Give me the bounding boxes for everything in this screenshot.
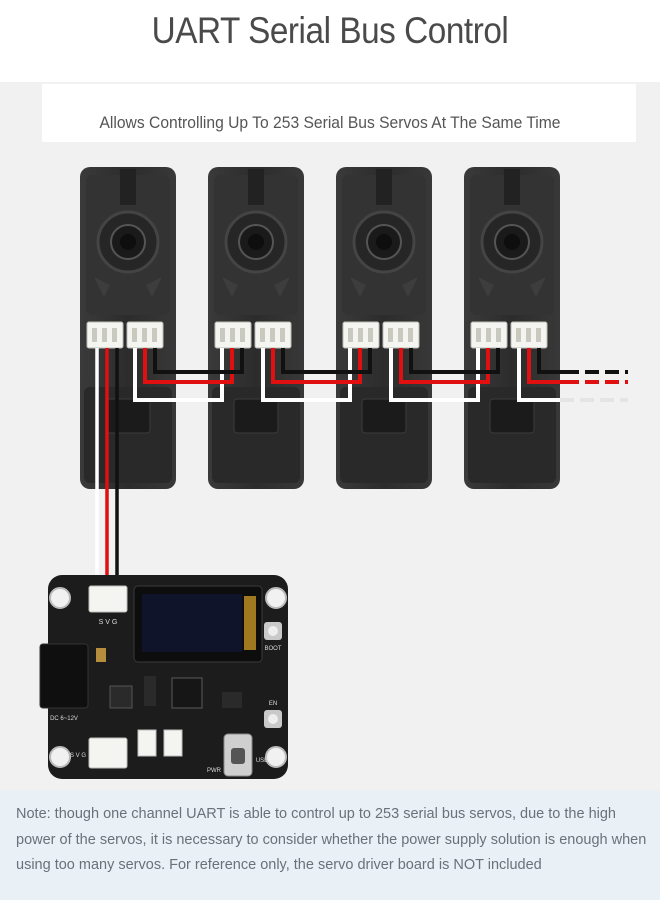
servo-connectors xyxy=(86,321,548,349)
note-box: Note: though one channel UART is able to… xyxy=(0,790,660,900)
subtitle: Allows Controlling Up To 253 Serial Bus … xyxy=(99,113,561,132)
wiring-diagram: S V G DC 6~12V BOOT EN S V G PWR USB xyxy=(39,165,628,779)
en-label: EN xyxy=(269,701,277,707)
dc-label: DC 6~12V xyxy=(50,716,78,722)
header-top-label: S V G xyxy=(99,619,118,626)
header-bottom-label: S V G xyxy=(70,753,86,759)
chain-continuation xyxy=(560,370,628,402)
pwr-label: PWR xyxy=(207,768,222,774)
subtitle-band xyxy=(42,84,636,142)
daisy-chain-wires xyxy=(133,348,565,402)
page-title: UART Serial Bus Control xyxy=(151,10,509,51)
servo-driver-board: S V G DC 6~12V BOOT EN S V G PWR USB xyxy=(39,575,288,779)
board-cable xyxy=(95,348,119,590)
boot-label: BOOT xyxy=(264,646,281,652)
usb-label: USB xyxy=(256,758,268,764)
note-text: Note: though one channel UART is able to… xyxy=(16,806,647,873)
